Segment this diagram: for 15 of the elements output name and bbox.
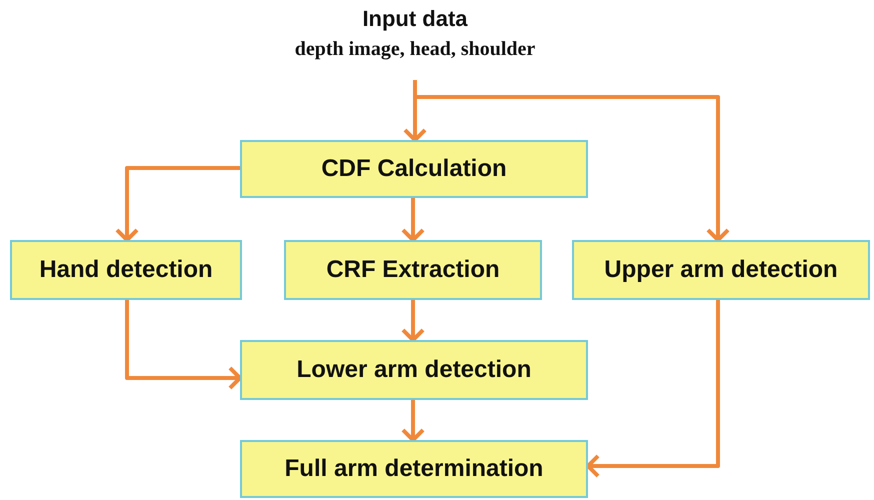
- arrow: [115, 166, 240, 242]
- arrow: [413, 80, 730, 242]
- process-box: Full arm determination: [240, 440, 588, 498]
- arrow: [586, 300, 720, 478]
- arrow: [401, 300, 425, 342]
- arrow: [401, 400, 425, 442]
- process-box: CDF Calculation: [240, 140, 588, 198]
- process-box: CRF Extraction: [284, 240, 542, 300]
- arrow: [125, 300, 242, 390]
- input-description: depth image, head, shoulder: [294, 38, 536, 61]
- arrow: [401, 198, 425, 242]
- process-box: Lower arm detection: [240, 340, 588, 400]
- process-box: Hand detection: [10, 240, 242, 300]
- process-box: Upper arm detection: [572, 240, 870, 300]
- input-heading: Input data: [362, 6, 468, 32]
